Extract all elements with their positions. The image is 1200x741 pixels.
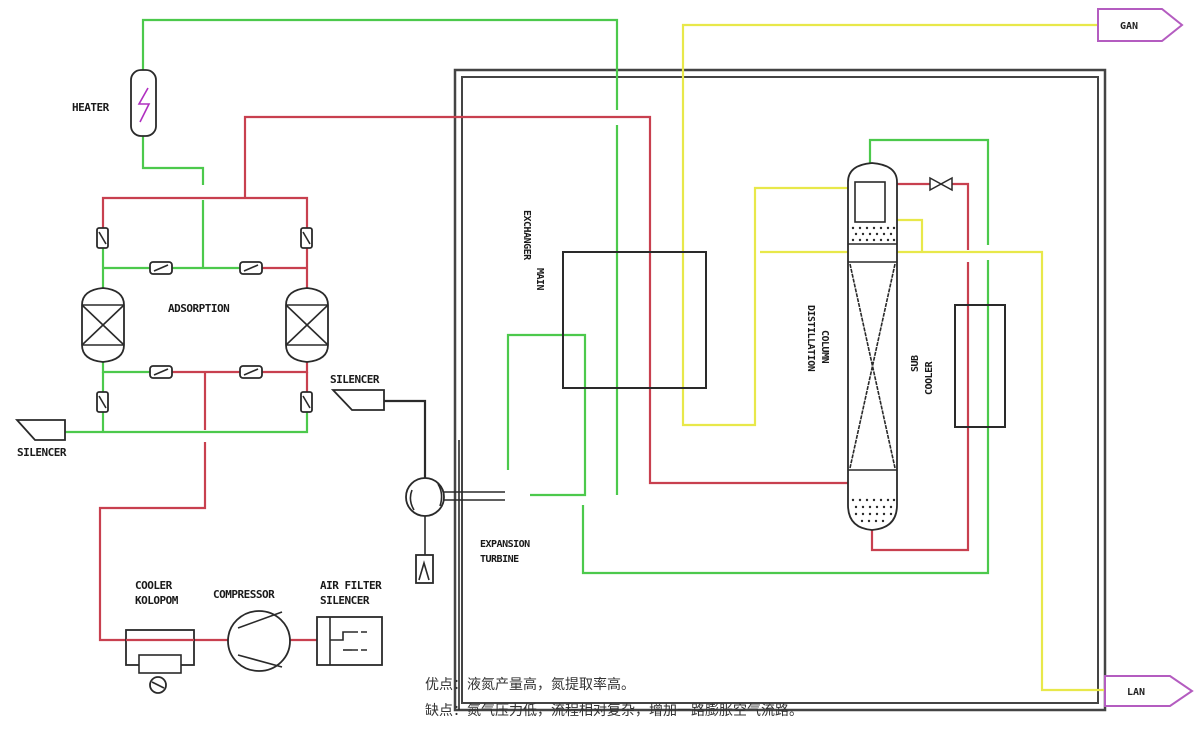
main-exchanger-label-1: MAIN xyxy=(534,268,545,291)
valve-icon xyxy=(300,227,313,249)
valve-icon xyxy=(96,391,109,413)
distillation-column xyxy=(847,162,898,531)
cooler xyxy=(125,629,195,694)
air-lines xyxy=(98,115,970,642)
air-filter-label-2: SILENCER xyxy=(320,594,370,607)
expansion-turbine xyxy=(405,440,505,710)
subcooler-label-1: SUB xyxy=(910,355,921,372)
main-exchanger-label-2: EXCHANGER xyxy=(521,210,532,261)
adsorber-right xyxy=(285,287,329,363)
heater xyxy=(130,69,157,137)
distillation-label-2: COLUMN xyxy=(819,330,830,364)
cold-box xyxy=(453,68,1107,712)
air-filter-silencer xyxy=(316,616,383,666)
valve-icon xyxy=(149,261,173,275)
main-exchanger xyxy=(562,251,707,389)
lan-product-tag: LAN xyxy=(1104,675,1194,707)
valve-icon xyxy=(239,365,263,379)
gan-product-tag: GAN xyxy=(1097,8,1184,42)
gan-label: GAN xyxy=(1120,21,1138,32)
adsorber-left xyxy=(81,287,125,363)
disadvantages-note: 缺点：氮气压力低，流程相对复杂，增加一路膨胀空气流路。 xyxy=(425,703,803,719)
valve-icon xyxy=(149,365,173,379)
advantages-note: 优点：液氮产量高，氮提取率高。 xyxy=(425,677,635,693)
subcooler-label-2: COOLER xyxy=(924,360,935,395)
silencer-right-label: SILENCER xyxy=(330,373,380,386)
silencer-right xyxy=(330,389,427,478)
expansion-label-1: EXPANSION xyxy=(480,539,530,550)
adsorption-valves xyxy=(96,227,313,413)
silencer-left xyxy=(14,419,66,441)
silencer-left-label: SILENCER xyxy=(17,446,67,459)
subcooler xyxy=(954,304,1006,428)
process-notes: 优点：液氮产量高，氮提取率高。 缺点：氮气压力低，流程相对复杂，增加一路膨胀空气… xyxy=(425,672,803,724)
distillation-label-1: DISTILLATION xyxy=(805,305,816,372)
nitrogen-lines xyxy=(65,18,990,575)
valve-icon xyxy=(239,261,263,275)
lan-label: LAN xyxy=(1127,687,1145,698)
valve-icon xyxy=(929,176,953,192)
adsorption-label: ADSORPTION xyxy=(168,302,229,315)
cooler-label-2: KOLOPOM xyxy=(135,594,179,607)
compressor-label: COMPRESSOR xyxy=(213,588,275,601)
compressor xyxy=(227,610,291,672)
heater-label: HEATER xyxy=(72,101,110,114)
expansion-label-2: TURBINE xyxy=(480,554,519,565)
air-filter-label-1: AIR FILTER xyxy=(320,579,382,592)
liquid-lines xyxy=(681,23,1105,692)
valve-icon xyxy=(96,227,109,249)
lightning-icon xyxy=(137,87,151,123)
cooler-label-1: COOLER xyxy=(135,579,173,592)
valve-icon xyxy=(300,391,313,413)
